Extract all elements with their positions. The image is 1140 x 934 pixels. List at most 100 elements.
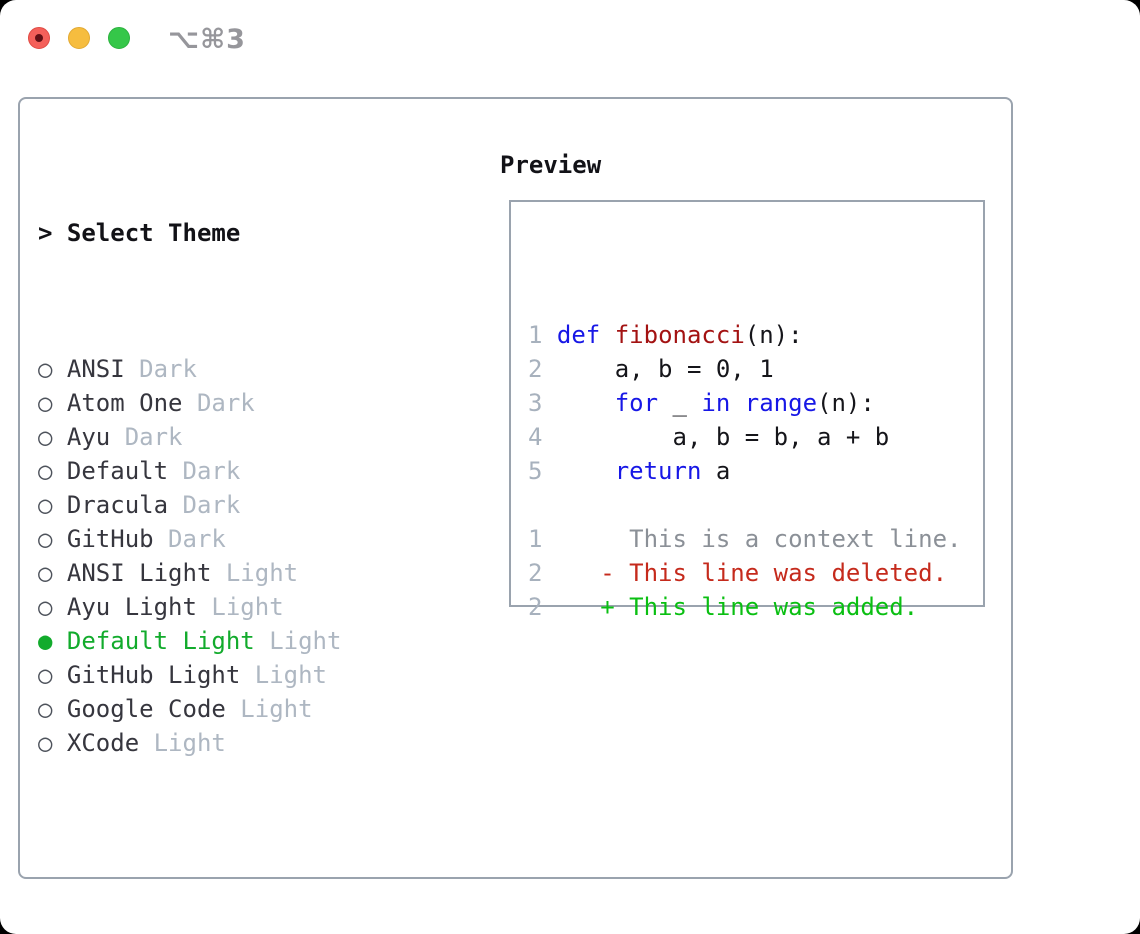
code-segment: in [701,389,731,417]
line-number: 3 [528,389,543,417]
preview-line: 1 def fibonacci(n): [528,318,983,352]
theme-variant-tag: Light [240,695,313,723]
code-segment [542,457,614,485]
zoom-button[interactable] [108,27,130,49]
theme-name: Dracula [52,491,183,519]
theme-name: Default Light [52,627,270,655]
theme-variant-tag: Light [269,627,342,655]
line-number [528,287,542,315]
code-segment: (n): [744,321,803,349]
radio-selected-icon: ● [38,627,53,655]
line-number: 1 [528,321,543,349]
theme-name: GitHub Light [52,661,255,689]
code-segment: a [701,457,731,485]
theme-variant-tag: Dark [182,491,241,519]
code-segment [542,321,556,349]
theme-name: Ayu Light [52,593,212,621]
theme-name: GitHub [52,525,169,553]
theme-list: ○ ANSI Dark○ Atom One Dark○ Ayu Dark○ De… [38,352,443,760]
theme-option-ayu[interactable]: ○ Ayu Dark [38,420,443,454]
code-segment [600,321,614,349]
preview-line: 5 return a [528,454,983,488]
code-segment: a, b = 0, 1 [542,355,774,383]
code-segment: fibonacci [614,321,745,349]
theme-variant-tag: Dark [196,389,255,417]
code-segment: - This line was deleted. [542,559,948,587]
preview-line: 1 This is a context line. [528,522,983,556]
theme-option-ansi[interactable]: ○ ANSI Dark [38,352,443,386]
select-theme-header-label: Select Theme [66,219,241,247]
theme-name: ANSI [52,355,140,383]
line-number [528,491,542,519]
theme-variant-tag: Light [254,661,327,689]
theme-variant-tag: Light [153,729,226,757]
code-segment: def [556,321,601,349]
line-number: 1 [528,525,543,553]
preview-line: 2 + This line was added. [528,590,983,624]
radio-icon: ○ [38,559,53,587]
close-button-focus-dot [35,34,43,42]
theme-option-atom-one[interactable]: ○ Atom One Dark [38,386,443,420]
theme-name: Google Code [52,695,241,723]
close-button[interactable] [28,27,50,49]
preview-header: Preview [500,151,602,179]
theme-settings-panel: > Select Theme ○ ANSI Dark○ Atom One Dar… [18,97,1013,879]
theme-variant-tag: Light [211,593,284,621]
radio-icon: ○ [38,695,53,723]
radio-icon: ○ [38,729,53,757]
theme-option-github-light[interactable]: ○ GitHub Light Light [38,658,443,692]
preview-line: 2 - This line was deleted. [528,556,983,590]
radio-icon: ○ [38,389,53,417]
theme-option-default-light[interactable]: ● Default Light Light [38,624,443,658]
minimize-button[interactable] [68,27,90,49]
theme-option-default[interactable]: ○ Default Dark [38,454,443,488]
code-segment: (n): [817,389,875,417]
code-segment: a, b = b, a + b [542,423,890,451]
theme-name: ANSI Light [52,559,226,587]
code-segment: return [614,457,702,485]
preview-line: 4 a, b = b, a + b [528,420,983,454]
code-segment [542,389,614,417]
code-segment: + This line was added. [542,593,919,621]
code-segment: _ [658,389,702,417]
theme-name: XCode [52,729,154,757]
theme-option-github[interactable]: ○ GitHub Dark [38,522,443,556]
theme-variant-tag: Dark [139,355,197,383]
line-number: 2 [528,355,543,383]
radio-icon: ○ [38,355,53,383]
titlebar: ⌥⌘3 [0,0,1140,90]
select-theme-header: > Select Theme [38,216,443,250]
window-title: ⌥⌘3 [168,24,246,55]
code-segment: for [614,389,659,417]
code-segment [730,389,744,417]
line-number: 2 [528,559,543,587]
radio-icon: ○ [38,593,53,621]
theme-name: Default [52,457,183,485]
theme-option-dracula[interactable]: ○ Dracula Dark [38,488,443,522]
theme-option-xcode[interactable]: ○ XCode Light [38,726,443,760]
radio-icon: ○ [38,491,53,519]
theme-option-ansi-light[interactable]: ○ ANSI Light Light [38,556,443,590]
theme-variant-tag: Light [225,559,299,587]
theme-name: Ayu [52,423,125,451]
line-number: 5 [528,457,543,485]
preview-line [528,284,983,318]
theme-variant-tag: Dark [182,457,241,485]
theme-variant-tag: Dark [124,423,183,451]
radio-icon: ○ [38,457,53,485]
theme-variant-tag: Dark [168,525,226,553]
code-segment: range [744,389,818,417]
radio-icon: ○ [38,525,53,553]
theme-picker: > Select Theme ○ ANSI Dark○ Atom One Dar… [38,148,443,934]
theme-option-google-code[interactable]: ○ Google Code Light [38,692,443,726]
preview-line [528,488,983,522]
line-number: 4 [528,423,543,451]
apply-to-section: Apply To ● User Settings○ Workspace Sett… [38,896,443,934]
preview-line: 3 for _ in range(n): [528,386,983,420]
theme-name: Atom One [52,389,197,417]
preview-line: 2 a, b = 0, 1 [528,352,983,386]
theme-option-ayu-light[interactable]: ○ Ayu Light Light [38,590,443,624]
